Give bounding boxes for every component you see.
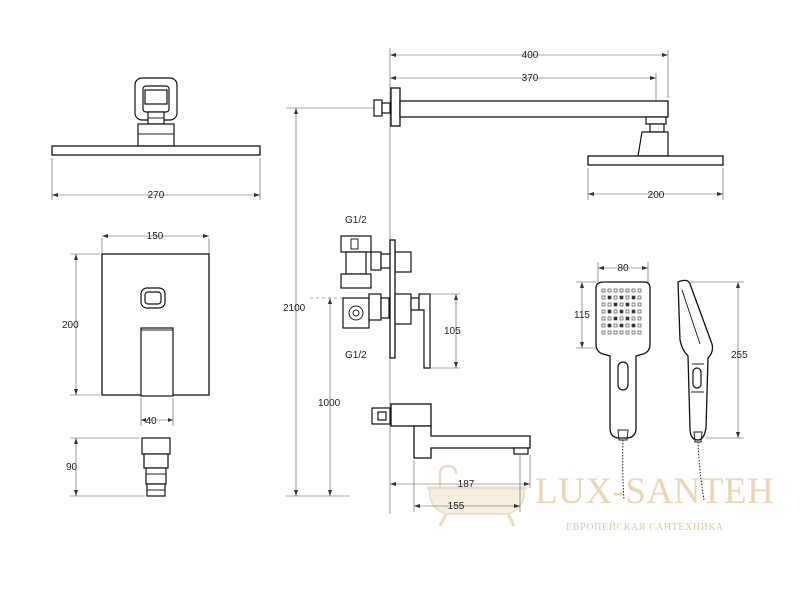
dim-lever-depth: 90: [66, 462, 78, 473]
shower-head-front-view: 270: [51, 77, 261, 201]
mixer-front-view: 150 200 40: [62, 231, 210, 427]
dim-mixer-width: 150: [147, 231, 164, 242]
dim-mixer-height: 200: [62, 320, 79, 331]
watermark: LUX-SANTEH ЕВРОПЕЙСКАЯ САНТЕХНИКА: [427, 464, 774, 533]
nozzle-dot: [631, 288, 636, 293]
dim-arm-total: 400: [522, 50, 539, 61]
nozzle-dot: [601, 316, 606, 321]
nozzle-dot: [631, 323, 636, 328]
nozzle-dot: [601, 302, 606, 307]
dim-head-side-width: 200: [648, 190, 665, 201]
nozzle-dot: [625, 309, 630, 314]
nozzle-dot: [607, 288, 612, 293]
nozzle-dot: [613, 316, 618, 321]
nozzle-dot: [631, 316, 636, 321]
nozzle-dot: [613, 302, 618, 307]
nozzle-dot: [619, 309, 624, 314]
nozzle-dot: [631, 309, 636, 314]
nozzle-dot: [607, 323, 612, 328]
nozzle-dot: [607, 295, 612, 300]
watermark-brand: LUX-SANTEH: [535, 471, 774, 512]
nozzle-dot: [637, 323, 642, 328]
dim-lever-width: 40: [145, 416, 157, 427]
nozzle-dot: [601, 295, 606, 300]
dim-handshower-head-height: 115: [574, 310, 590, 321]
hand-shower-front-view: 80 115: [574, 262, 651, 501]
dim-spout-total: 187: [458, 479, 475, 490]
nozzle-dot: [619, 302, 624, 307]
nozzle-grid-icon: [601, 288, 642, 335]
nozzle-dot: [601, 309, 606, 314]
nozzle-dot: [637, 302, 642, 307]
nozzle-dot: [619, 330, 624, 335]
dim-total-height: 2100: [283, 303, 306, 314]
nozzle-dot: [625, 288, 630, 293]
watermark-tagline: ЕВРОПЕЙСКАЯ САНТЕХНИКА: [566, 521, 724, 533]
nozzle-dot: [625, 302, 630, 307]
thread-label-top: G1/2: [345, 215, 367, 226]
nozzle-dot: [601, 288, 606, 293]
bath-spout-side-view: 187 155: [371, 403, 531, 512]
nozzle-dot: [637, 288, 642, 293]
dim-spout-length: 155: [448, 501, 465, 512]
nozzle-dot: [637, 316, 642, 321]
dim-mixer-floor-height: 1000: [318, 398, 341, 409]
height-dimensions: 2100 1000: [283, 107, 376, 497]
nozzle-dot: [625, 330, 630, 335]
nozzle-dot: [619, 295, 624, 300]
nozzle-dot: [607, 302, 612, 307]
nozzle-dot: [637, 330, 642, 335]
nozzle-dot: [613, 330, 618, 335]
dim-arm-length: 370: [522, 73, 539, 84]
nozzle-dot: [601, 323, 606, 328]
bathtub-logo-icon: [427, 464, 527, 527]
dim-handshower-width: 80: [617, 263, 629, 274]
nozzle-dot: [619, 316, 624, 321]
hand-shower-side-view: 255: [677, 279, 748, 501]
shower-arm-side-view: 400 370 200: [373, 50, 724, 201]
nozzle-dot: [631, 302, 636, 307]
nozzle-dot: [613, 309, 618, 314]
nozzle-dot: [613, 288, 618, 293]
nozzle-dot: [607, 309, 612, 314]
nozzle-dot: [625, 323, 630, 328]
nozzle-dot: [631, 330, 636, 335]
nozzle-dot: [619, 288, 624, 293]
nozzle-dot: [607, 316, 612, 321]
lever-side-view: 90: [66, 437, 171, 497]
nozzle-dot: [601, 330, 606, 335]
dim-handshower-length: 255: [731, 350, 748, 361]
nozzle-dot: [637, 295, 642, 300]
nozzle-dot: [625, 316, 630, 321]
concealed-valve-side-view: G1/2 G1/2 105: [340, 215, 461, 369]
nozzle-dot: [607, 330, 612, 335]
nozzle-dot: [625, 295, 630, 300]
dim-valve-depth: 105: [444, 326, 461, 337]
nozzle-dot: [637, 309, 642, 314]
nozzle-dot: [613, 323, 618, 328]
thread-label-bottom: G1/2: [345, 350, 367, 361]
nozzle-dot: [631, 295, 636, 300]
nozzle-dot: [613, 295, 618, 300]
nozzle-dot: [619, 323, 624, 328]
dim-head-top-width: 270: [148, 190, 165, 201]
